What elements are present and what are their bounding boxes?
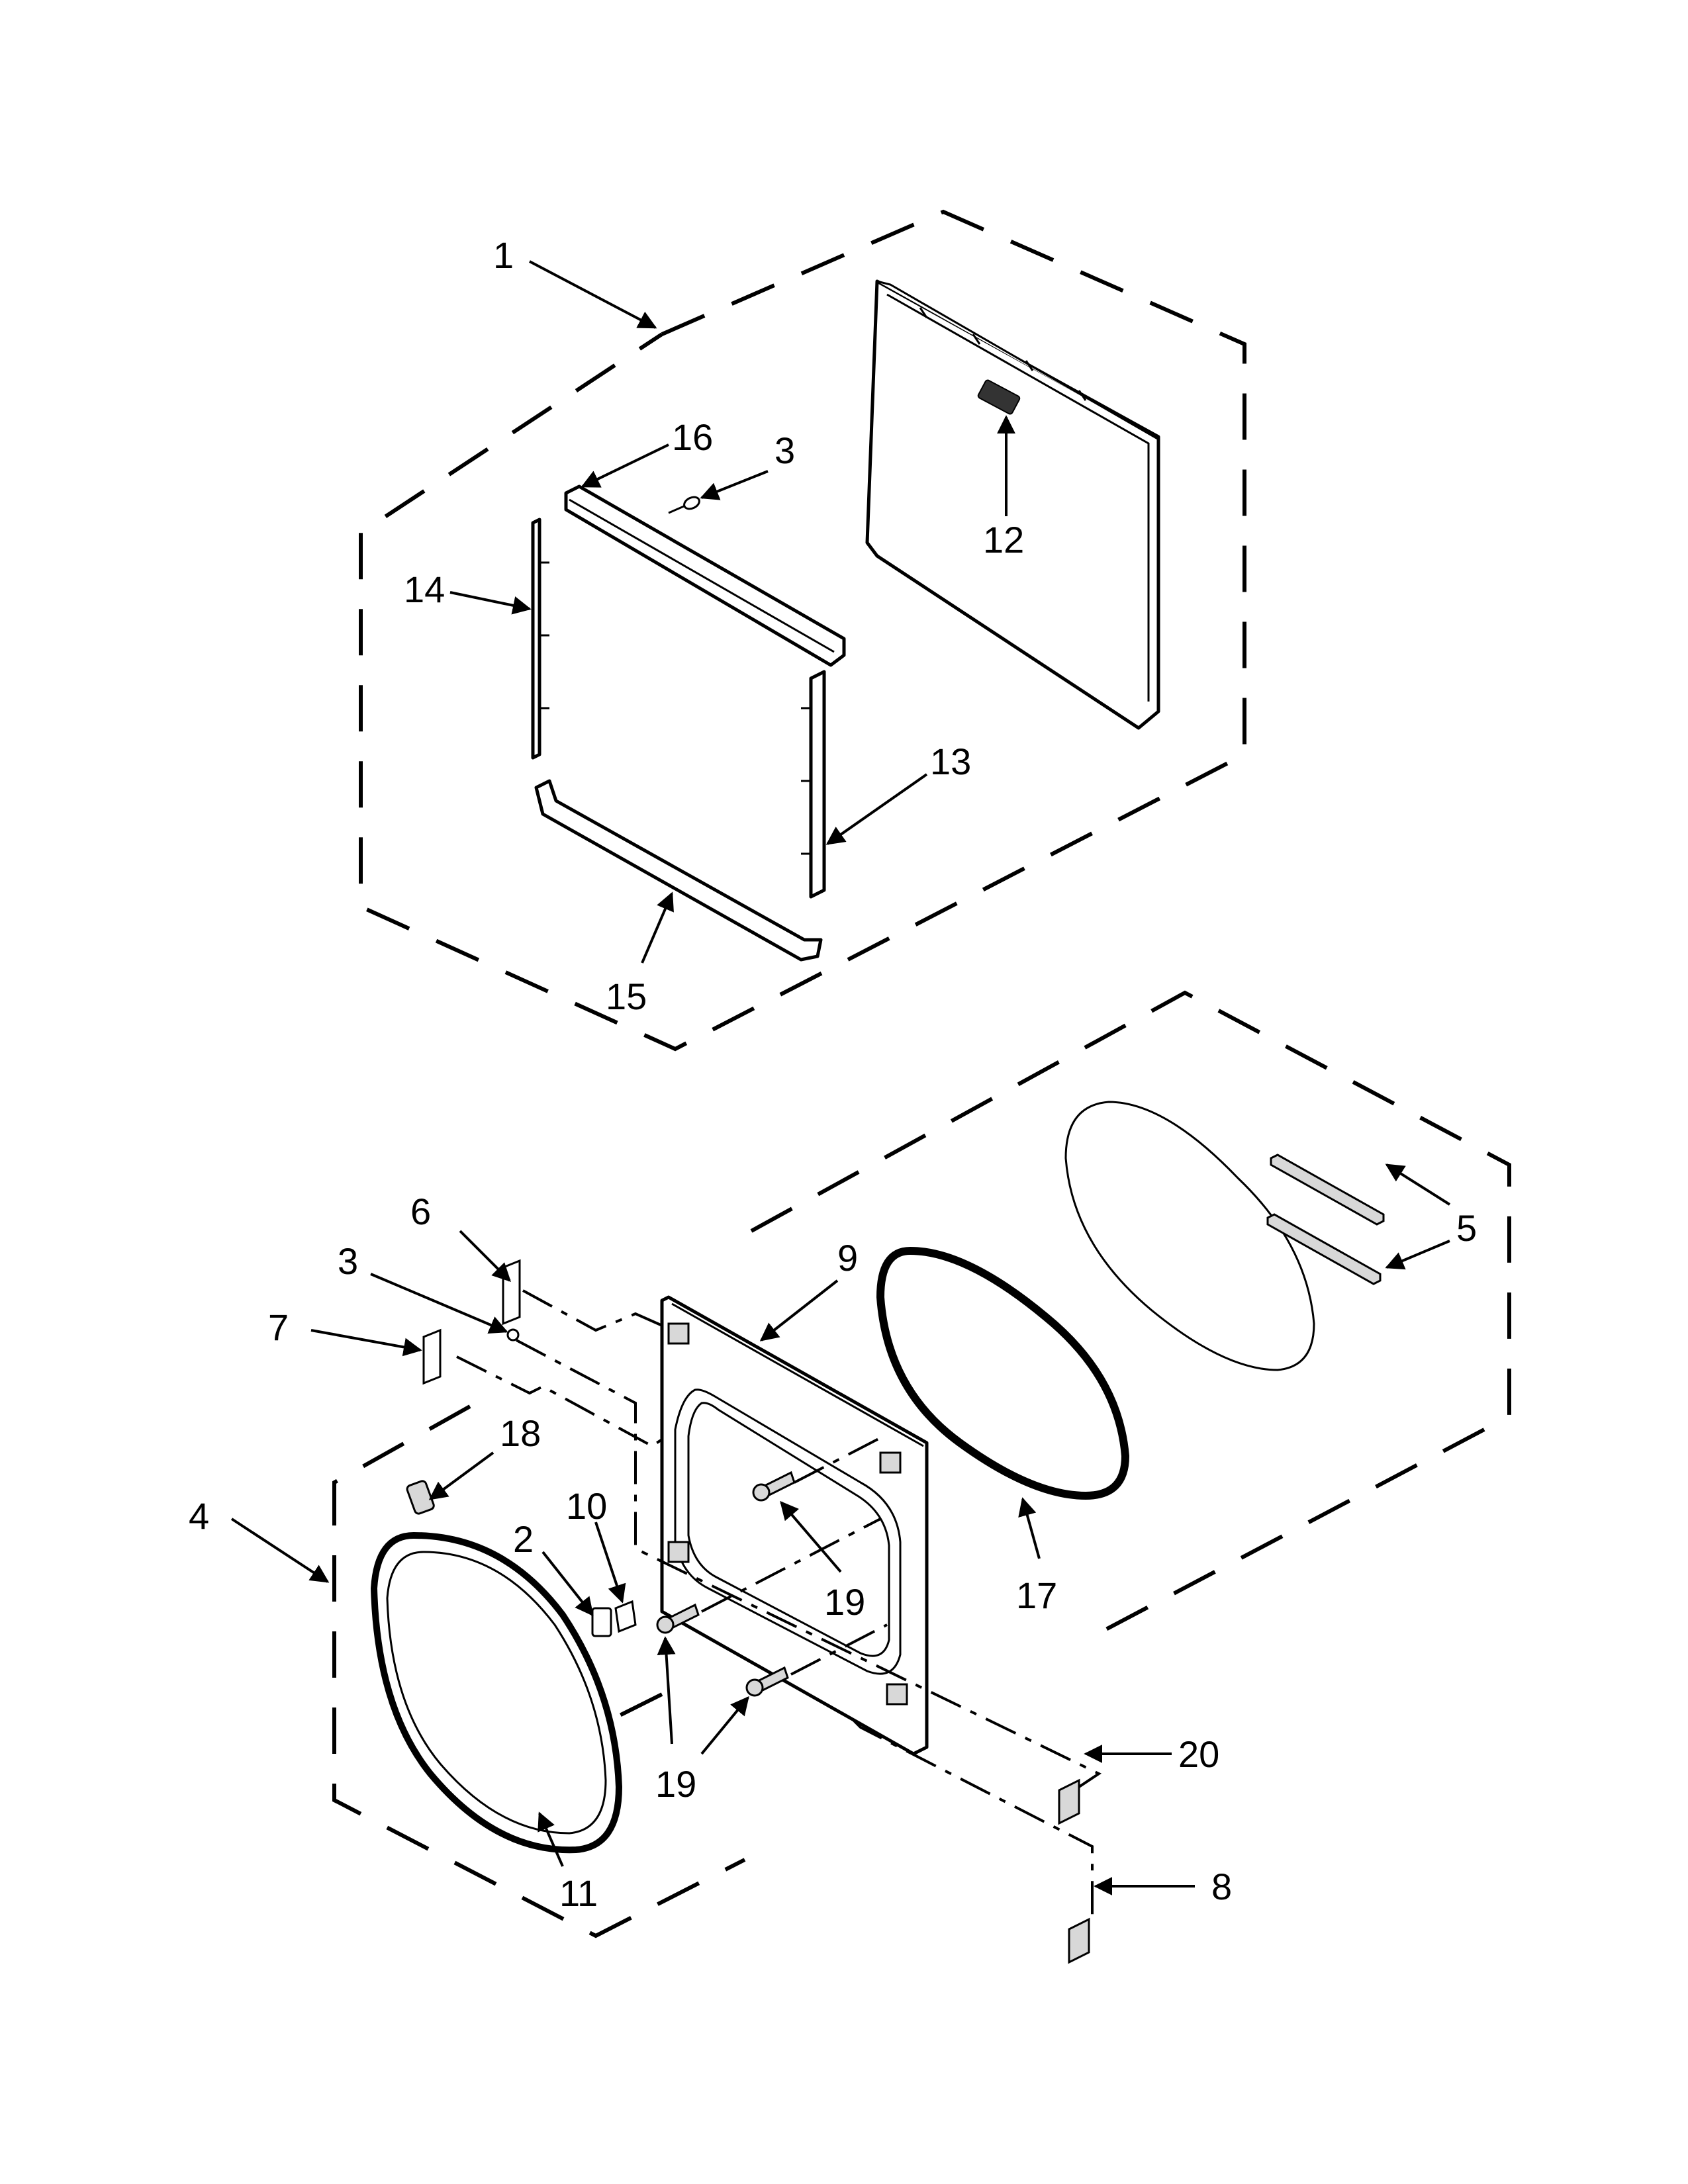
leader-5-upper <box>1385 1163 1451 1206</box>
top-assembly-outline <box>359 209 1246 1052</box>
leader-9 <box>759 1279 839 1342</box>
cap-part-20 <box>1058 1778 1080 1825</box>
callout-14: 14 <box>404 569 445 610</box>
callout-9: 9 <box>837 1237 858 1279</box>
callout-7: 7 <box>268 1306 289 1348</box>
assembly-line-f <box>790 1623 888 1676</box>
door-glass <box>1064 1101 1315 1371</box>
screw-part-3-top <box>668 496 700 514</box>
leader-18 <box>428 1451 494 1500</box>
leader-11 <box>538 1811 564 1867</box>
door-gasket-part-17 <box>876 1246 1130 1500</box>
top-frame-front-part-16 <box>564 484 846 667</box>
leader-13 <box>825 773 928 845</box>
leader-6 <box>459 1230 511 1282</box>
callout-13: 13 <box>930 741 971 782</box>
callout-17: 17 <box>1016 1574 1057 1616</box>
callout-4: 4 <box>189 1495 209 1537</box>
callout-12: 12 <box>983 519 1024 561</box>
assembly-line-d <box>794 1435 884 1484</box>
callout-2: 2 <box>513 1518 534 1560</box>
callout-16: 16 <box>672 416 713 458</box>
leader-3-bottom <box>370 1273 508 1334</box>
top-frame-right-part-13 <box>801 670 826 899</box>
leader-14 <box>449 591 532 615</box>
leader-4 <box>230 1518 330 1583</box>
strike-part-2 <box>591 1607 612 1637</box>
leader-16 <box>581 443 669 488</box>
bracket-part-7 <box>422 1328 442 1385</box>
leader-17 <box>1018 1497 1041 1559</box>
callout-19-a: 19 <box>824 1581 865 1623</box>
assembly-line-a <box>522 1289 666 1332</box>
front-assembly-group: 6 3 7 9 4 18 2 10 19 19 19 11 17 5 20 8 <box>189 990 1511 1964</box>
screw-part-19-c <box>745 1666 789 1697</box>
screw-part-3-bottom <box>506 1328 520 1342</box>
leader-19-a <box>780 1500 842 1573</box>
callout-18: 18 <box>500 1412 541 1454</box>
callout-3-top: 3 <box>774 430 795 471</box>
inner-door-part-11 <box>370 1531 623 1854</box>
callout-1: 1 <box>493 234 514 276</box>
leader-10 <box>594 1522 626 1604</box>
callout-8: 8 <box>1211 1866 1232 1907</box>
assembly-line-g <box>853 1719 1094 1916</box>
front-panel-part-9 <box>660 1295 929 1756</box>
callout-10: 10 <box>566 1485 607 1527</box>
assembly-line-c <box>516 1339 1102 1788</box>
latch-part-10 <box>614 1600 637 1633</box>
leader-3-top <box>700 470 769 500</box>
callout-19-b: 19 <box>655 1763 696 1805</box>
screw-part-19-a <box>752 1471 796 1502</box>
top-panel-part-12 <box>865 279 1160 730</box>
callout-15: 15 <box>606 976 647 1017</box>
leader-1 <box>529 260 657 329</box>
callout-11: 11 <box>559 1872 598 1914</box>
top-frame-left-part-14 <box>531 518 549 760</box>
leader-2 <box>541 1551 594 1617</box>
leader-7 <box>310 1329 422 1357</box>
top-assembly-group: 1 16 3 14 12 13 15 <box>359 209 1246 1052</box>
callout-3-bottom: 3 <box>338 1240 358 1282</box>
leader-19-b <box>657 1636 676 1745</box>
hinge-strip-part-5-lower <box>1266 1213 1382 1285</box>
leader-5-lower <box>1385 1240 1450 1270</box>
door-assembly-outline <box>332 1404 746 1938</box>
screw-part-19-b <box>656 1603 700 1634</box>
leader-19-c <box>700 1696 749 1755</box>
cap-part-8 <box>1068 1917 1090 1964</box>
front-assembly-outline <box>581 990 1511 1736</box>
leader-15 <box>641 891 674 964</box>
callout-5: 5 <box>1456 1207 1477 1249</box>
top-frame-rear-part-15 <box>534 779 823 962</box>
logo-badge <box>977 379 1021 415</box>
assembly-line-e <box>701 1518 881 1613</box>
callout-6: 6 <box>410 1191 431 1232</box>
callout-20: 20 <box>1178 1733 1219 1775</box>
hinge-part-6 <box>502 1259 521 1326</box>
hinge-strip-part-5-upper <box>1270 1154 1385 1226</box>
